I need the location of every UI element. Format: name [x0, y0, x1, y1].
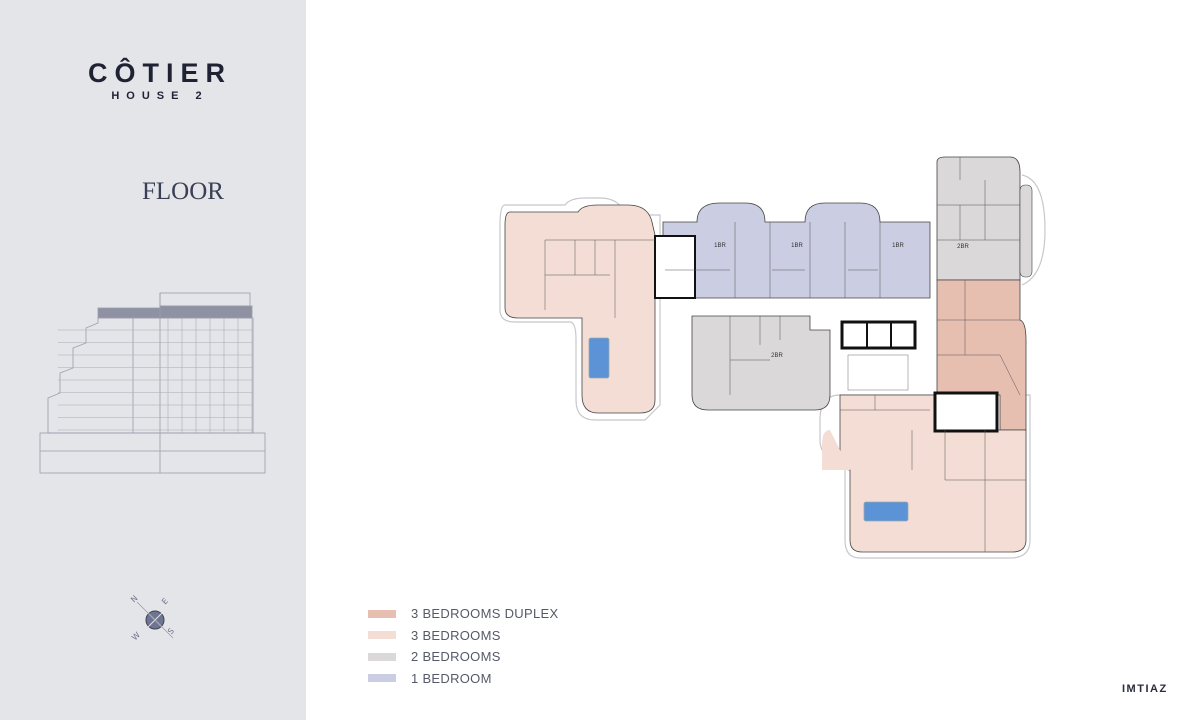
- unit-3-bedrooms-west[interactable]: [504, 204, 656, 414]
- unit-2-bedrooms-middle[interactable]: [691, 315, 831, 411]
- compass-s: S: [166, 626, 176, 636]
- sidebar: CÔTIER HOUSE 2 FLOOR N E S W: [0, 0, 306, 720]
- legend-swatch: [368, 674, 396, 683]
- compass-rose-icon: N E S W: [129, 594, 176, 643]
- legend-item-1-bedroom: 1 BEDROOM: [368, 668, 558, 690]
- brand-logo: CÔTIER HOUSE 2: [60, 58, 260, 102]
- compass-w: W: [130, 630, 142, 642]
- floor-plan: 1BR 1BR 1BR 2BR 2BR: [499, 156, 1046, 559]
- legend-label: 3 BEDROOMS DUPLEX: [411, 606, 559, 622]
- legend-swatch: [368, 652, 396, 661]
- brand-name: CÔTIER: [87, 58, 232, 88]
- legend-swatch: [368, 609, 396, 618]
- page-title: FLOOR: [142, 178, 224, 205]
- legend-label: 2 BEDROOMS: [411, 649, 501, 665]
- pool: [863, 501, 909, 522]
- brand-subtitle: HOUSE 2: [111, 90, 209, 102]
- unit-label: 2BR: [771, 353, 783, 359]
- compass-n: N: [129, 594, 140, 605]
- unit-2-bedrooms-east[interactable]: [936, 156, 1021, 281]
- unit-1-bedroom-row[interactable]: [662, 202, 931, 299]
- legend-item-3-bedrooms-duplex: 3 BEDROOMS DUPLEX: [368, 603, 558, 625]
- unit-label: 1BR: [714, 243, 726, 249]
- legend-label: 3 BEDROOMS: [411, 627, 501, 643]
- elevator-core: [654, 235, 999, 433]
- legend-item-3-bedrooms: 3 BEDROOMS: [368, 625, 558, 647]
- unit-label: 1BR: [791, 243, 803, 249]
- compass-e: E: [160, 596, 170, 606]
- pool: [588, 337, 610, 379]
- unit-label: 2BR: [957, 244, 969, 250]
- legend-label: 1 BEDROOM: [411, 670, 492, 686]
- legend: 3 BEDROOMS DUPLEX 3 BEDROOMS 2 BEDROOMS …: [368, 603, 558, 689]
- unit-label: 1BR: [892, 243, 904, 249]
- building-elevation-image: [39, 292, 266, 474]
- developer-logo: IMTIAZ: [1122, 683, 1168, 695]
- legend-item-2-bedrooms: 2 BEDROOMS: [368, 646, 558, 668]
- legend-swatch: [368, 631, 396, 640]
